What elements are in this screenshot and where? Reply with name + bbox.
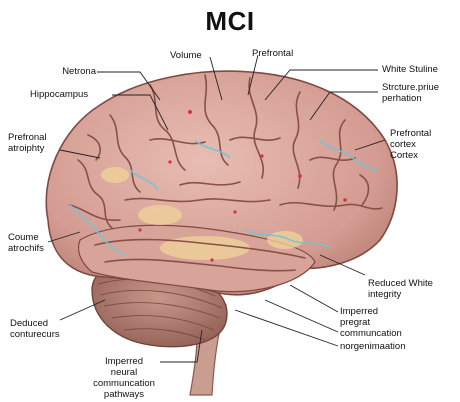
label-volume: Volume bbox=[170, 50, 202, 61]
lesion-dots bbox=[138, 110, 347, 262]
label-coume-atrochifs: Coume atrochifs bbox=[8, 232, 44, 254]
label-communcation: communcation bbox=[340, 328, 402, 339]
label-prefronal-atroiphty: Prefronal atroiphty bbox=[8, 132, 47, 154]
label-imperred-pregrat: Imperred pregrat bbox=[340, 306, 379, 328]
label-prefrontal: Prefrontal bbox=[252, 48, 294, 59]
damage-streaks bbox=[69, 139, 379, 256]
label-strcture-perhation: Strcture.priue perhation bbox=[382, 82, 440, 104]
diagram-title: MCI bbox=[205, 6, 255, 36]
label-reduced-white: Reduced White integrity bbox=[368, 278, 433, 300]
leader-lines bbox=[47, 54, 386, 363]
label-norgenimaation: norgenimaation bbox=[340, 341, 406, 352]
label-netrona: Netrona bbox=[62, 66, 96, 77]
label-deduced-conturecurs: Deduced conturecurs bbox=[10, 318, 60, 340]
label-prefrontal-cortex: Prefrontal cortex Cortex bbox=[390, 128, 432, 161]
label-white-stuline: White Stuline bbox=[382, 64, 438, 75]
label-imperred-pathways: Imperred neural communcation pathways bbox=[93, 356, 155, 400]
label-hippocampus: Hippocampus bbox=[30, 89, 89, 100]
